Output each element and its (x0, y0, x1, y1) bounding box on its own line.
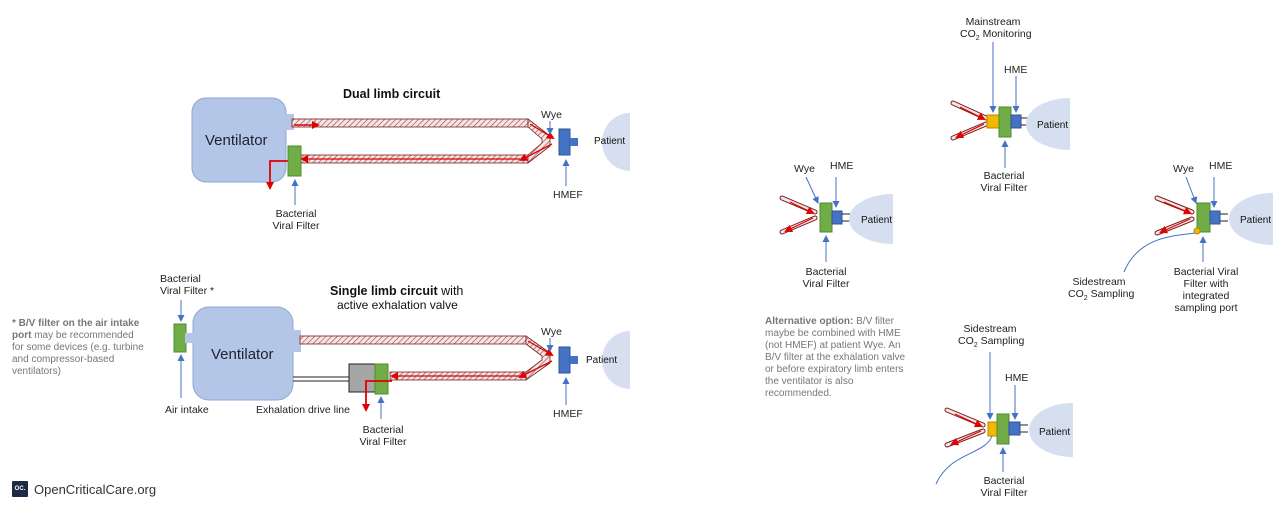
dual-limb-title: Dual limb circuit (343, 87, 441, 101)
hme (1209, 210, 1221, 225)
inspiratory-tube (291, 118, 529, 128)
hme-label: HME (1209, 160, 1233, 172)
filter-label: Bacterial Viral Filter (272, 208, 320, 232)
dual-limb-circuit (191, 97, 630, 205)
mainstream-co2-diagram (950, 42, 1070, 168)
wye-label: Wye (794, 163, 815, 175)
inspiratory-tube (299, 335, 527, 345)
alt-option-diagram (779, 176, 893, 262)
patient-label: Patient (1240, 215, 1272, 226)
hme (831, 210, 843, 225)
patient-label: Patient (1039, 427, 1071, 438)
wye-label: Wye (541, 109, 562, 121)
bacterial-viral-filter (374, 363, 389, 395)
sidestream-co2-diagram (935, 352, 1073, 485)
bacterial-viral-filter (996, 413, 1010, 445)
filter-label: Bacterial Viral Filter (980, 475, 1028, 499)
patient-shape (602, 113, 630, 171)
single-limb-subtitle: active exhalation valve (337, 298, 458, 312)
filter-label: Bacterial Viral Filter (802, 266, 850, 290)
sidestream-title: Sidestream CO2 Sampling (958, 323, 1025, 350)
exhaust-arrow (362, 380, 392, 412)
ventilator-label: Ventilator (211, 346, 274, 363)
mainstream-title: Mainstream CO2 Monitoring (960, 16, 1032, 43)
co2-sampling-port (987, 421, 998, 437)
integrated-port-diagram (1123, 176, 1273, 273)
sampling-label: Sidestream CO2 Sampling (1068, 276, 1135, 303)
hme (1008, 421, 1021, 436)
wye-label: Wye (1173, 163, 1194, 175)
wye-in-arrow (527, 340, 554, 357)
bacterial-viral-filter (819, 202, 833, 233)
intake-filter-label: Bacterial Viral Filter * (160, 273, 215, 297)
patient-shape (1026, 98, 1070, 150)
sampling-port (1193, 227, 1201, 235)
patient-shape (602, 331, 630, 389)
bacterial-viral-filter (1196, 202, 1211, 233)
sampling-line (935, 435, 993, 485)
hme-label: HME (830, 160, 854, 172)
exhalation-valve (348, 363, 377, 393)
alternative-option-note: Alternative option: B/V filter maybe be … (765, 316, 906, 399)
wye-in-arrow (529, 123, 555, 140)
bacterial-viral-filter (287, 145, 302, 177)
filter-label: Bacterial Viral Filter (980, 170, 1028, 194)
hme (1010, 114, 1022, 129)
patient-shape (849, 194, 893, 244)
logo-mark: OC. (12, 481, 28, 497)
opencriticalcare-logo: OC. OpenCriticalCare.org (12, 481, 156, 497)
patient-label: Patient (861, 215, 893, 226)
wye-label: Wye (541, 326, 562, 338)
filter-label: Bacterial Viral Filter (359, 424, 407, 448)
single-limb-circuit (173, 300, 630, 419)
ventilator-label: Ventilator (205, 132, 268, 149)
filter-label: Bacterial Viral Filter with integrated s… (1173, 266, 1239, 314)
intake-connector (185, 333, 195, 343)
exhalation-drive-line-label: Exhalation drive line (256, 404, 350, 416)
wye-out-arrow (519, 143, 553, 161)
ventilator-box (192, 306, 294, 401)
co2-sensor (986, 114, 1000, 129)
hme-label: HME (1004, 64, 1028, 76)
wye-connector (527, 118, 551, 164)
hmef-connector (570, 356, 578, 364)
hmef-connector (570, 138, 578, 146)
single-limb-title: Single limb circuit with (330, 284, 464, 298)
logo-text: OpenCriticalCare.org (34, 481, 157, 497)
hmef (558, 128, 571, 156)
patient-label: Patient (1037, 120, 1069, 131)
patient-shape (1029, 403, 1073, 457)
air-intake-label: Air intake (165, 404, 209, 416)
intake-filter (173, 323, 187, 353)
ventilator-port (284, 114, 294, 130)
hmef-label: HMEF (553, 408, 583, 420)
hme-label: HME (1005, 372, 1029, 384)
ventilator-port (291, 330, 301, 352)
hmef (558, 346, 571, 374)
bacterial-viral-filter (998, 106, 1012, 138)
sampling-line (1123, 232, 1196, 273)
hmef-label: HMEF (553, 189, 583, 201)
patient-shape (1229, 193, 1273, 245)
wye-out-arrow (518, 360, 553, 378)
patient-label: Patient (594, 136, 626, 147)
footnote: * B/V filter on the air intake port may … (12, 318, 144, 377)
ventilator-box (191, 97, 287, 183)
patient-label: Patient (586, 355, 618, 366)
